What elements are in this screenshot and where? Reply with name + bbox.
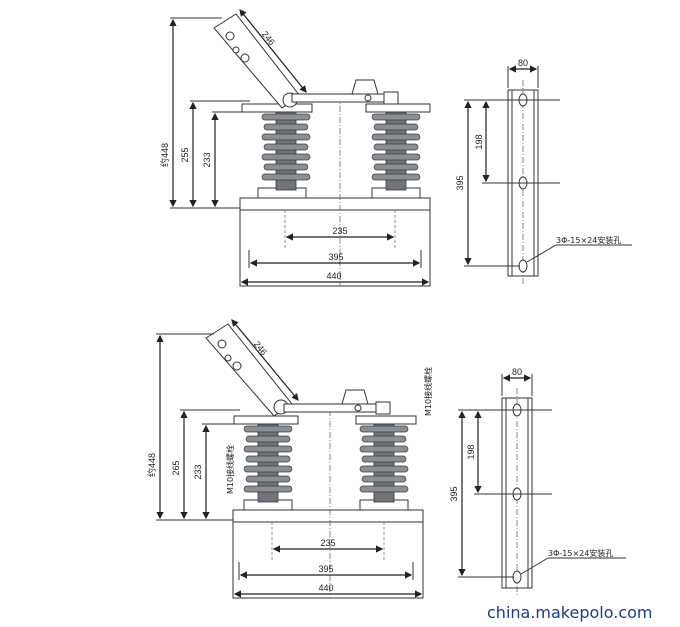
dim-label-80: 80: [518, 58, 528, 68]
note-mount-holes: 3Φ-15×24安装孔: [556, 235, 621, 245]
dim-label-395: 395: [449, 486, 459, 501]
dimension-height-total: 约448: [146, 333, 233, 521]
base-plate: [239, 197, 431, 287]
dimension-height-total: 约448: [159, 17, 240, 209]
dimension-height-mid: 255: [180, 100, 250, 208]
dim-label-440: 440: [326, 271, 341, 281]
dim-label-198: 198: [466, 444, 476, 459]
dim-label-448: 约448: [146, 453, 157, 477]
dimension-mid-395: 395: [248, 250, 422, 268]
dim-label-246: 246: [252, 339, 269, 357]
base-plate: [232, 509, 424, 599]
dim-label-233: 233: [202, 152, 212, 167]
watermark: china.makepolo.com: [487, 603, 653, 622]
note-bolt-right: M10接线螺栓: [423, 367, 433, 416]
switch-blade: [205, 323, 391, 417]
dim-label-395: 395: [455, 175, 465, 190]
dimension-inner-235: 235: [285, 226, 395, 241]
dim-label-246: 246: [260, 29, 277, 47]
mount-hole: [512, 570, 522, 584]
dim-label-235: 235: [332, 226, 347, 236]
insulator-left: [241, 103, 313, 199]
insulator-left: [233, 415, 299, 511]
dimension-outer-440: 440: [240, 271, 430, 286]
dimension-height-mid: 265: [171, 409, 240, 520]
switch-blade: [213, 13, 399, 109]
dimension-height-low: 233: [193, 423, 246, 520]
dimension-mid-395: 395: [238, 562, 414, 580]
insulator-right: [365, 103, 431, 199]
top-side-view: 80 198 395 3Φ-15×24安装孔: [455, 58, 632, 285]
note-bolt-left: M10接线螺栓: [225, 445, 235, 494]
dim-label-440: 440: [318, 583, 333, 593]
dim-label-233: 233: [193, 464, 203, 479]
dim-label-235: 235: [320, 538, 335, 548]
bottom-side-view: 80 198 395 3Φ-15×24安装孔: [449, 367, 626, 596]
bottom-front-view: 约448 265 233 246 M10接线螺栓 M10接线螺栓 235 395: [146, 319, 433, 599]
dim-label-80: 80: [512, 367, 522, 377]
dim-label-265: 265: [171, 460, 181, 475]
dim-label-448: 约448: [159, 143, 170, 167]
dimension-height-low: 233: [202, 111, 262, 208]
dim-label-395: 395: [318, 564, 333, 574]
dimension-inner-235: 235: [272, 538, 384, 553]
dim-label-198: 198: [474, 134, 484, 149]
mount-hole: [518, 259, 528, 273]
dim-label-255: 255: [180, 147, 190, 162]
dim-label-395: 395: [328, 252, 343, 262]
note-mount-holes: 3Φ-15×24安装孔: [548, 548, 613, 558]
insulator-right: [355, 415, 417, 511]
top-front-view: 约448 255 233 246 235 395 440: [159, 9, 431, 287]
dimension-outer-440: 440: [233, 583, 423, 598]
